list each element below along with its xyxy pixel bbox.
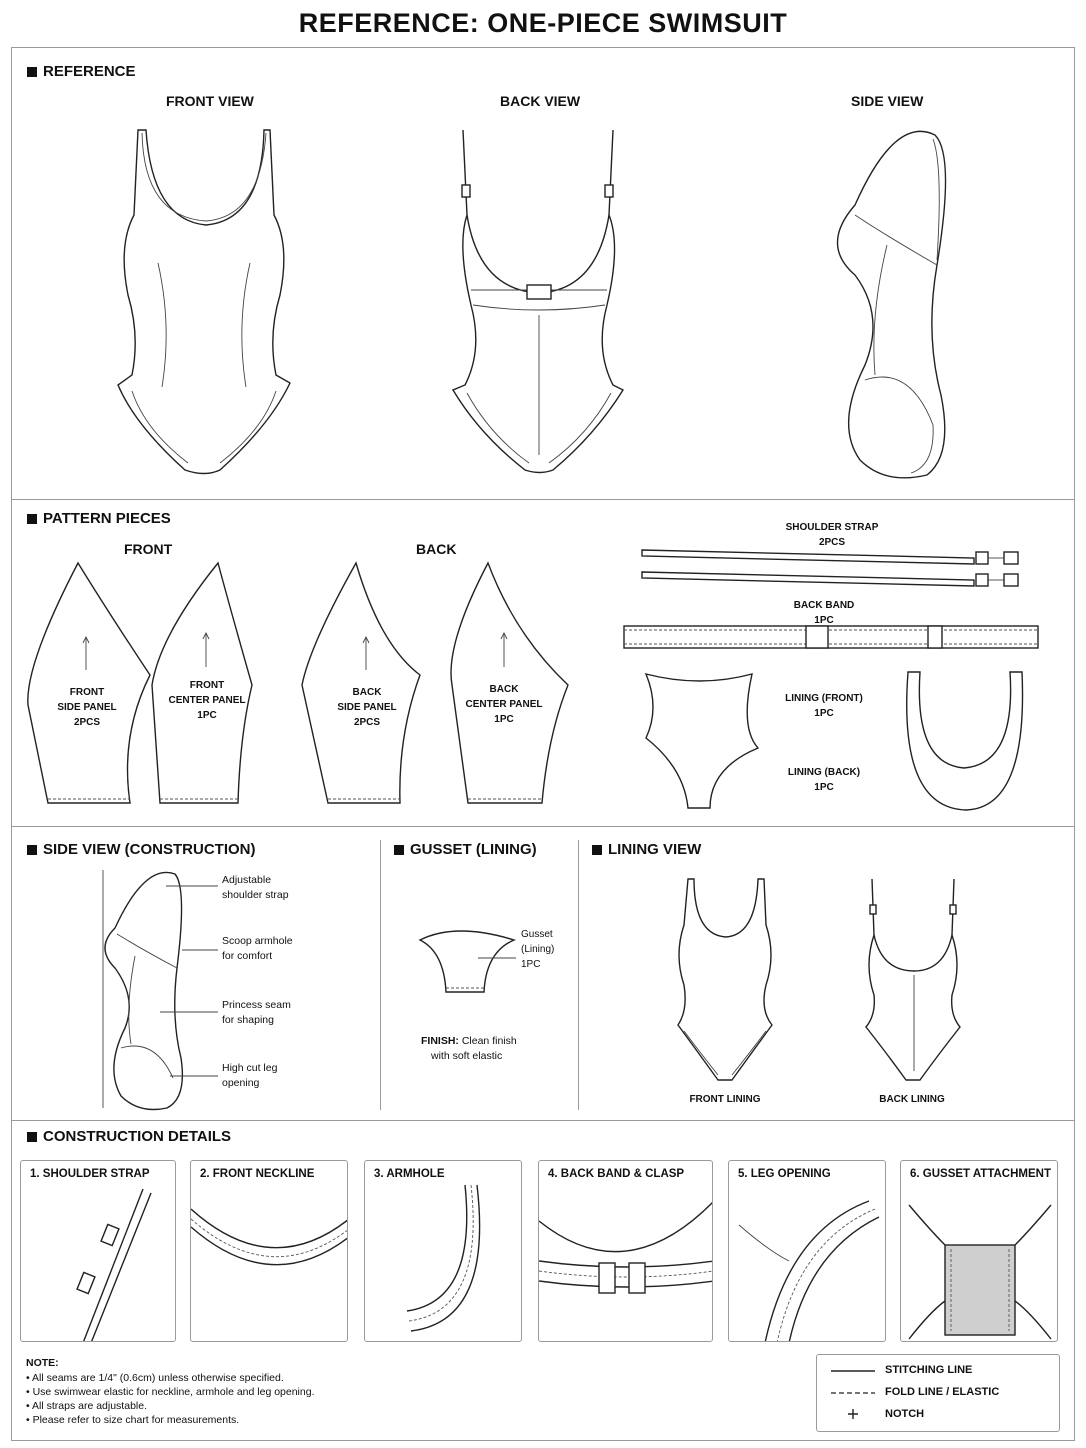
section-pattern-pieces-label: PATTERN PIECES: [43, 510, 171, 527]
gusset-finish-text: Clean finish: [458, 1035, 517, 1047]
lining-back-label: LINING (BACK) 1PC: [787, 767, 861, 793]
sheet-frame: [11, 47, 1075, 1441]
front-lining-sketch: [677, 878, 773, 1081]
detail-title: 6. GUSSET ATTACHMENT: [910, 1168, 1051, 1180]
front-side-panel-shape: [27, 561, 151, 804]
back-view-sketch: [451, 129, 625, 474]
side-view-sketch: [836, 130, 947, 479]
detail-gusset-attachment-sketch: [908, 1204, 1052, 1340]
page-title: REFERENCE: ONE-PIECE SWIMSUIT: [298, 8, 788, 38]
back-band-label: BACK BAND 1PC: [793, 600, 855, 626]
gusset-label: Gusset (Lining) 1PC: [521, 929, 555, 970]
detail-armhole-sketch: [406, 1184, 481, 1332]
notch-symbol: [848, 1409, 858, 1419]
section-construction-details: CONSTRUCTION DETAILS: [27, 1128, 231, 1145]
callout-leaders: [160, 885, 218, 1077]
section-reference: REFERENCE: [27, 63, 136, 80]
back-view-label: BACK VIEW: [500, 93, 581, 109]
pattern-back-heading: BACK: [416, 541, 457, 557]
detail-shoulder-strap: 1. SHOULDER STRAP: [20, 1160, 176, 1342]
detail-armhole: 3. ARMHOLE: [364, 1160, 522, 1342]
note-item-text: All seams are 1/4" (0.6cm) unless otherw…: [32, 1372, 284, 1384]
note-item: • All straps are adjustable.: [26, 1400, 147, 1412]
front-lining-label: FRONT LINING: [689, 1094, 761, 1105]
note-item-text: All straps are adjustable.: [32, 1400, 147, 1412]
gusset-finish: FINISH: Clean finish: [421, 1034, 517, 1049]
note-item: • Use swimwear elastic for neckline, arm…: [26, 1386, 315, 1398]
section-gusset: GUSSET (LINING): [394, 841, 537, 858]
detail-leg-opening-sketch: [738, 1200, 880, 1341]
detail-back-band-clasp: 4. BACK BAND & CLASP: [538, 1160, 713, 1342]
front-view-sketch: [117, 129, 291, 475]
callout-leg: High cut leg opening: [222, 1062, 278, 1089]
detail-title: 4. BACK BAND & CLASP: [548, 1168, 685, 1180]
divider: [11, 499, 1075, 500]
gusset-finish-line2: with soft elastic: [431, 1050, 503, 1062]
legend: STITCHING LINE FOLD LINE / ELASTIC NOTCH: [816, 1354, 1060, 1432]
legend-symbols: [831, 1370, 875, 1419]
gusset-sketch: [418, 930, 517, 993]
lining-front-label: LINING (FRONT) 1PC: [785, 693, 863, 719]
detail-title: 3. ARMHOLE: [374, 1168, 445, 1180]
callout-strap: Adjustable shoulder strap: [222, 874, 289, 901]
section-reference-label: REFERENCE: [43, 63, 136, 80]
callout-armhole: Scoop armhole for comfort: [222, 935, 293, 962]
bullet-square: [27, 844, 37, 855]
note-item: • All seams are 1/4" (0.6cm) unless othe…: [26, 1372, 284, 1384]
note-item-text: Please refer to size chart for measureme…: [32, 1414, 240, 1426]
bullet-square: [27, 1131, 37, 1142]
divider: [11, 1120, 1075, 1121]
section-lining-view: LINING VIEW: [592, 841, 701, 858]
front-view-label: FRONT VIEW: [166, 93, 254, 109]
legend-stitching: STITCHING LINE: [885, 1364, 973, 1376]
notes-heading: NOTE:: [26, 1357, 59, 1369]
detail-gusset-attachment: 6. GUSSET ATTACHMENT: [900, 1160, 1058, 1342]
strap-band-pieces: [623, 549, 1039, 649]
legend-fold: FOLD LINE / ELASTIC: [885, 1386, 1000, 1398]
lining-pieces: [644, 671, 1024, 811]
divider: [380, 840, 381, 1110]
gusset-finish-bold: FINISH:: [421, 1035, 459, 1047]
back-center-panel-shape: [450, 561, 569, 804]
detail-front-neckline-sketch: [191, 1208, 347, 1266]
divider: [578, 840, 579, 1110]
back-side-panel-shape: [301, 561, 421, 804]
section-side-construction: SIDE VIEW (CONSTRUCTION): [27, 841, 256, 858]
side-construction-sketch: [102, 870, 184, 1111]
section-side-construction-label: SIDE VIEW (CONSTRUCTION): [43, 841, 256, 858]
divider: [11, 826, 1075, 827]
section-lining-view-label: LINING VIEW: [608, 841, 702, 858]
section-pattern-pieces: PATTERN PIECES: [27, 510, 171, 527]
callout-seam: Princess seam for shaping: [222, 999, 291, 1026]
bullet-square: [27, 513, 37, 524]
back-lining-sketch: [865, 878, 961, 1081]
detail-title: 1. SHOULDER STRAP: [30, 1168, 150, 1180]
back-lining-label: BACK LINING: [879, 1094, 945, 1105]
detail-title: 2. FRONT NECKLINE: [200, 1168, 315, 1180]
front-center-panel-shape: [151, 561, 253, 804]
detail-front-neckline: 2. FRONT NECKLINE: [190, 1160, 348, 1342]
bullet-square: [394, 844, 404, 855]
side-view-label: SIDE VIEW: [851, 93, 924, 109]
section-gusset-label: GUSSET (LINING): [410, 841, 537, 858]
front-side-panel-label: FRONT SIDE PANEL 2PCS: [57, 687, 117, 728]
back-side-panel-label: BACK SIDE PANEL 2PCS: [337, 687, 397, 728]
detail-back-band-sketch: [539, 1201, 712, 1294]
detail-shoulder-strap-sketch: [76, 1188, 152, 1341]
bullet-square: [592, 844, 602, 855]
note-item: • Please refer to size chart for measure…: [26, 1414, 240, 1426]
front-center-panel-label: FRONT CENTER PANEL 1PC: [168, 680, 246, 721]
legend-notch: NOTCH: [885, 1408, 925, 1420]
section-construction-details-label: CONSTRUCTION DETAILS: [43, 1128, 232, 1145]
note-item-text: Use swimwear elastic for neckline, armho…: [32, 1386, 315, 1398]
detail-leg-opening: 5. LEG OPENING: [728, 1160, 886, 1342]
detail-title: 5. LEG OPENING: [738, 1168, 831, 1180]
bullet-square: [27, 66, 37, 77]
shoulder-strap-label: SHOULDER STRAP 2PCS: [785, 522, 879, 548]
pattern-front-heading: FRONT: [124, 541, 173, 557]
pattern-panels: [27, 561, 569, 804]
back-center-panel-label: BACK CENTER PANEL 1PC: [465, 684, 543, 725]
